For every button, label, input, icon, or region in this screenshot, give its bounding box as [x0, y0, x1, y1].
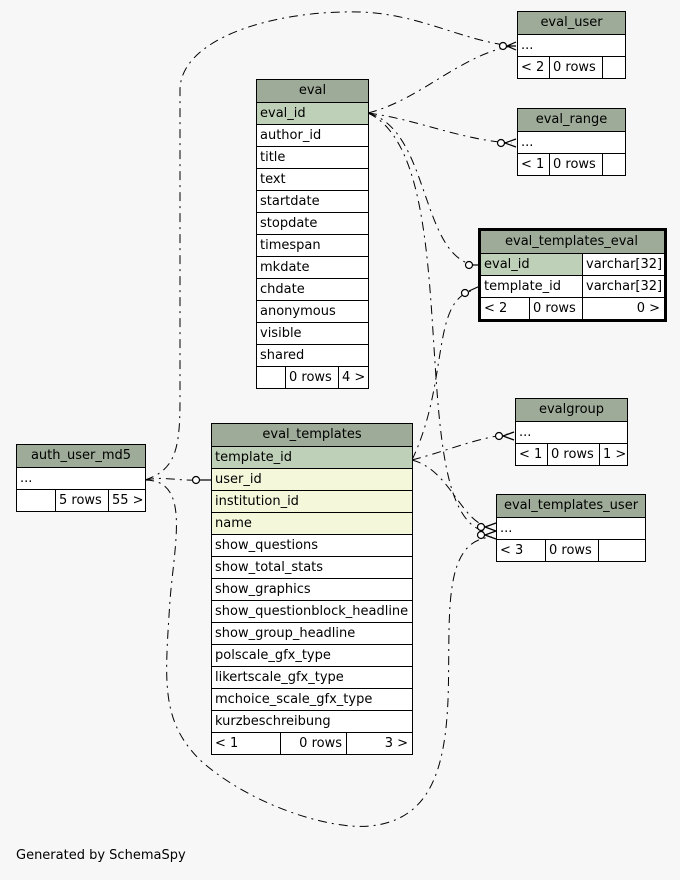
column-row: title: [257, 146, 368, 168]
link-eval-eval-range: [367, 112, 513, 144]
table-stats-row: 5 rows 55 >: [17, 489, 145, 511]
table-eval-templates[interactable]: eval_templates template_id user_id insti…: [211, 423, 413, 755]
stat-rows: 5 rows: [55, 490, 108, 511]
table-eval-templates-eval[interactable]: eval_templates_eval eval_id varchar[32] …: [478, 228, 667, 322]
table-ellipsis-row: ...: [17, 467, 145, 489]
link-auth-templates: [144, 477, 201, 481]
table-evalgroup[interactable]: evalgroup ... < 1 0 rows 1 >: [515, 398, 628, 466]
table-header: auth_user_md5: [17, 445, 145, 467]
table-ellipsis-row: ...: [516, 421, 627, 443]
table-header: eval_user: [518, 12, 625, 34]
column-row: chdate: [257, 278, 368, 300]
column-row: template_id: [212, 446, 412, 468]
stat-children: 55 >: [108, 490, 145, 511]
stat-parents: < 3: [500, 543, 524, 558]
column-row: text: [257, 168, 368, 190]
column-row: timespan: [257, 234, 368, 256]
stat-rows: 0 rows: [280, 733, 346, 754]
column-row: shared: [257, 344, 368, 366]
stat-children: 0 >: [582, 298, 664, 319]
link-eval-templates-eval: [367, 112, 475, 266]
stat-parents: < 1: [521, 157, 545, 172]
column-row: mkdate: [257, 256, 368, 278]
table-header: eval: [257, 80, 368, 102]
column-row: name: [212, 512, 412, 534]
column-row: show_total_stats: [212, 556, 412, 578]
link-templates-evalgroup: [411, 433, 509, 461]
table-stats-row: < 2 0 rows 0 >: [481, 297, 664, 319]
table-ellipsis-row: ...: [518, 34, 625, 56]
table-header: eval_templates: [212, 424, 412, 446]
table-eval-range[interactable]: eval_range ... < 1 0 rows: [517, 108, 626, 176]
column-row: show_questionblock_headline: [212, 600, 412, 622]
column-row: template_id varchar[32]: [481, 275, 664, 297]
stat-rows: 0 rows: [549, 57, 602, 78]
stat-rows: 0 rows: [545, 540, 598, 561]
column-row: user_id: [212, 468, 412, 490]
column-row: institution_id: [212, 490, 412, 512]
stat-parents: < 1: [519, 447, 543, 462]
table-stats-row: < 3 0 rows: [497, 539, 645, 561]
link-eval-eval-user: [367, 45, 513, 114]
stat-children: 1 >: [599, 444, 627, 465]
column-row: stopdate: [257, 212, 368, 234]
column-row: anonymous: [257, 300, 368, 322]
stat-rows: 0 rows: [549, 154, 602, 175]
table-header: eval_templates_eval: [481, 231, 664, 253]
column-row: likertscale_gfx_type: [212, 666, 412, 688]
table-stats-row: < 1 0 rows: [518, 153, 625, 175]
footer-generated-by: Generated by SchemaSpy: [16, 848, 186, 863]
table-header: eval_range: [518, 109, 625, 131]
column-row: mchoice_scale_gfx_type: [212, 688, 412, 710]
table-stats-row: < 1 0 rows 3 >: [212, 732, 412, 754]
table-eval-user[interactable]: eval_user ... < 2 0 rows: [517, 11, 626, 79]
stat-rows: 0 rows: [547, 444, 599, 465]
table-header: evalgroup: [516, 399, 627, 421]
table-stats-row: 0 rows 4 >: [257, 366, 368, 388]
table-ellipsis-row: ...: [518, 131, 625, 153]
column-row: kurzbeschreibung: [212, 710, 412, 732]
column-row: show_questions: [212, 534, 412, 556]
table-eval-templates-user[interactable]: eval_templates_user ... < 3 0 rows: [496, 494, 646, 562]
stat-rows: 0 rows: [285, 367, 338, 388]
column-row: polscale_gfx_type: [212, 644, 412, 666]
table-ellipsis-row: ...: [497, 517, 645, 539]
stat-children: 4 >: [338, 367, 368, 388]
column-row: visible: [257, 322, 368, 344]
stat-children: [602, 154, 625, 175]
table-stats-row: < 1 0 rows 1 >: [516, 443, 627, 465]
stat-children: 3 >: [346, 733, 412, 754]
stat-rows: 0 rows: [529, 298, 582, 319]
column-row: eval_id varchar[32]: [481, 253, 664, 275]
column-row: author_id: [257, 124, 368, 146]
link-templates-templates-user: [411, 459, 489, 528]
stat-parents: < 1: [215, 736, 239, 751]
table-header: eval_templates_user: [497, 495, 645, 517]
stat-parents: [257, 367, 285, 388]
table-stats-row: < 2 0 rows: [518, 56, 625, 78]
stat-parents: < 2: [484, 301, 508, 316]
column-row: show_graphics: [212, 578, 412, 600]
table-auth-user-md5[interactable]: auth_user_md5 ... 5 rows 55 >: [16, 444, 146, 512]
stat-parents: [17, 490, 55, 511]
column-row: show_group_headline: [212, 622, 412, 644]
table-eval[interactable]: eval eval_id author_id title text startd…: [256, 79, 369, 389]
stat-children: [598, 540, 645, 561]
column-row: eval_id: [257, 102, 368, 124]
column-row: startdate: [257, 190, 368, 212]
stat-parents: < 2: [521, 60, 545, 75]
link-templates-templates-eval: [411, 289, 475, 461]
stat-children: [602, 57, 625, 78]
